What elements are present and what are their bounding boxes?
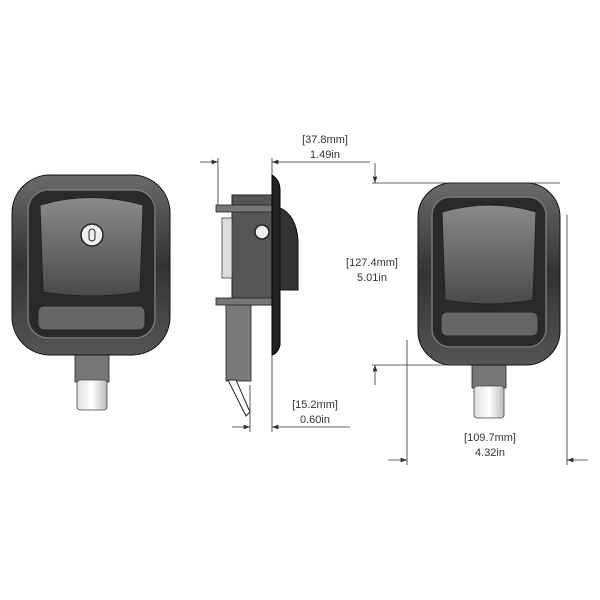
stem-offset-imperial: 0.60in xyxy=(300,414,330,426)
side-body xyxy=(231,194,273,306)
stem xyxy=(76,379,108,411)
front-view-locking xyxy=(11,174,171,411)
stem-base xyxy=(74,351,110,383)
side-view xyxy=(215,174,299,417)
key-cylinder-icon xyxy=(80,223,104,247)
height-imperial: 5.01in xyxy=(357,272,387,284)
depth-metric: [37.8mm] xyxy=(302,134,348,146)
side-tab xyxy=(227,379,251,417)
width-metric: [109.7mm] xyxy=(464,432,516,444)
lower-bar xyxy=(37,305,146,331)
paddle xyxy=(39,197,144,297)
front-view-non-locking xyxy=(417,182,561,419)
dimension-lines xyxy=(200,158,588,465)
keyway xyxy=(88,228,96,242)
stem-offset-metric: [15.2mm] xyxy=(292,399,338,411)
width-imperial: 4.32in xyxy=(475,447,505,459)
dimension-labels: [37.8mm] 1.49in [127.4mm] 5.01in [15.2mm… xyxy=(292,134,516,459)
side-paddle xyxy=(279,207,299,291)
height-metric: [127.4mm] xyxy=(346,257,398,269)
side-stem xyxy=(225,302,252,382)
flange xyxy=(271,174,281,356)
depth-imperial: 1.49in xyxy=(310,149,340,161)
